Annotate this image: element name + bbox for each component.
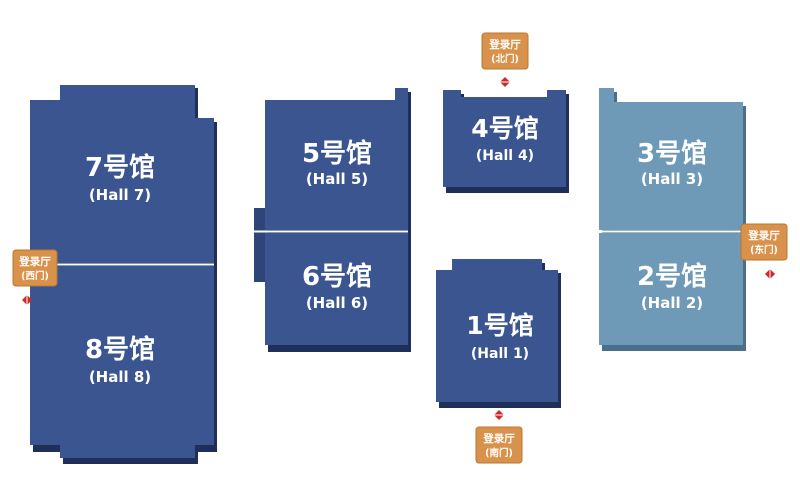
hall-2-name: 2号馆 [637, 261, 707, 292]
hall-7-shape[interactable] [30, 85, 214, 263]
entrance-west-line1: 登录厅 [18, 255, 51, 268]
hall-7-name: 7号馆 [85, 152, 155, 183]
entrance-north-line1: 登录厅 [488, 38, 521, 51]
hall-6-shape[interactable] [265, 233, 408, 345]
entrance-north-line2: (北门) [491, 53, 519, 65]
hall-6-ledge [254, 208, 268, 282]
hall-3-sub: (Hall 3) [641, 170, 703, 188]
entrance-west[interactable]: 登录厅 (西门) [12, 249, 58, 305]
entrance-east-line1: 登录厅 [747, 229, 780, 242]
hall-7-sub: (Hall 7) [89, 186, 151, 204]
entrance-west-arrow-icon [22, 295, 32, 305]
hall-1-name: 1号馆 [466, 311, 533, 340]
hall-8-name: 8号馆 [85, 334, 155, 365]
entrance-west-box[interactable] [12, 249, 58, 287]
hall-5-sub: (Hall 5) [306, 170, 368, 188]
hall-7-8-block: 7号馆 (Hall 7) 8号馆 (Hall 8) [30, 85, 217, 464]
hall-1-shape[interactable] [436, 259, 558, 402]
hall-6-name: 6号馆 [302, 261, 372, 292]
hall-4-name: 4号馆 [471, 114, 538, 143]
hall-4-shape[interactable] [443, 90, 566, 187]
entrance-east-box[interactable] [740, 223, 788, 261]
entrance-north-arrow-icon [500, 77, 510, 87]
entrance-south-line2: (南门) [485, 447, 513, 459]
hall-8-shape[interactable] [30, 266, 214, 458]
hall-5-name: 5号馆 [302, 138, 372, 169]
hall-6-sub: (Hall 6) [306, 294, 368, 312]
hall-3-2-block: 3号馆 (Hall 3) 2号馆 (Hall 2) [599, 88, 746, 351]
hall-1-block: 1号馆 (Hall 1) [436, 259, 561, 408]
entrance-east-line2: (东门) [750, 244, 778, 256]
hall-5-6-block: 5号馆 (Hall 5) 6号馆 (Hall 6) [254, 88, 411, 352]
hall-4-sub: (Hall 4) [476, 148, 534, 164]
hall-4-block: 4号馆 (Hall 4) [443, 90, 569, 193]
entrance-south-box[interactable] [475, 426, 523, 464]
entrance-north[interactable]: 登录厅 (北门) [481, 32, 529, 87]
hall-2-sub: (Hall 2) [641, 294, 703, 312]
entrance-south-line1: 登录厅 [482, 432, 515, 445]
hall-1-sub: (Hall 1) [471, 346, 529, 362]
entrance-south-arrow-icon [494, 410, 504, 420]
hall-5-shape[interactable] [265, 88, 408, 230]
entrance-north-box[interactable] [481, 32, 529, 70]
entrance-south[interactable]: 登录厅 (南门) [475, 410, 523, 464]
hall-3-name: 3号馆 [637, 138, 707, 169]
hall-8-sub: (Hall 8) [89, 368, 151, 386]
entrance-east-arrow-icon [765, 269, 775, 279]
entrance-west-line2: (西门) [21, 270, 49, 282]
entrance-east[interactable]: 登录厅 (东门) [740, 223, 788, 279]
hall-2-shape[interactable] [599, 233, 743, 345]
hall-3-shape[interactable] [599, 88, 743, 230]
